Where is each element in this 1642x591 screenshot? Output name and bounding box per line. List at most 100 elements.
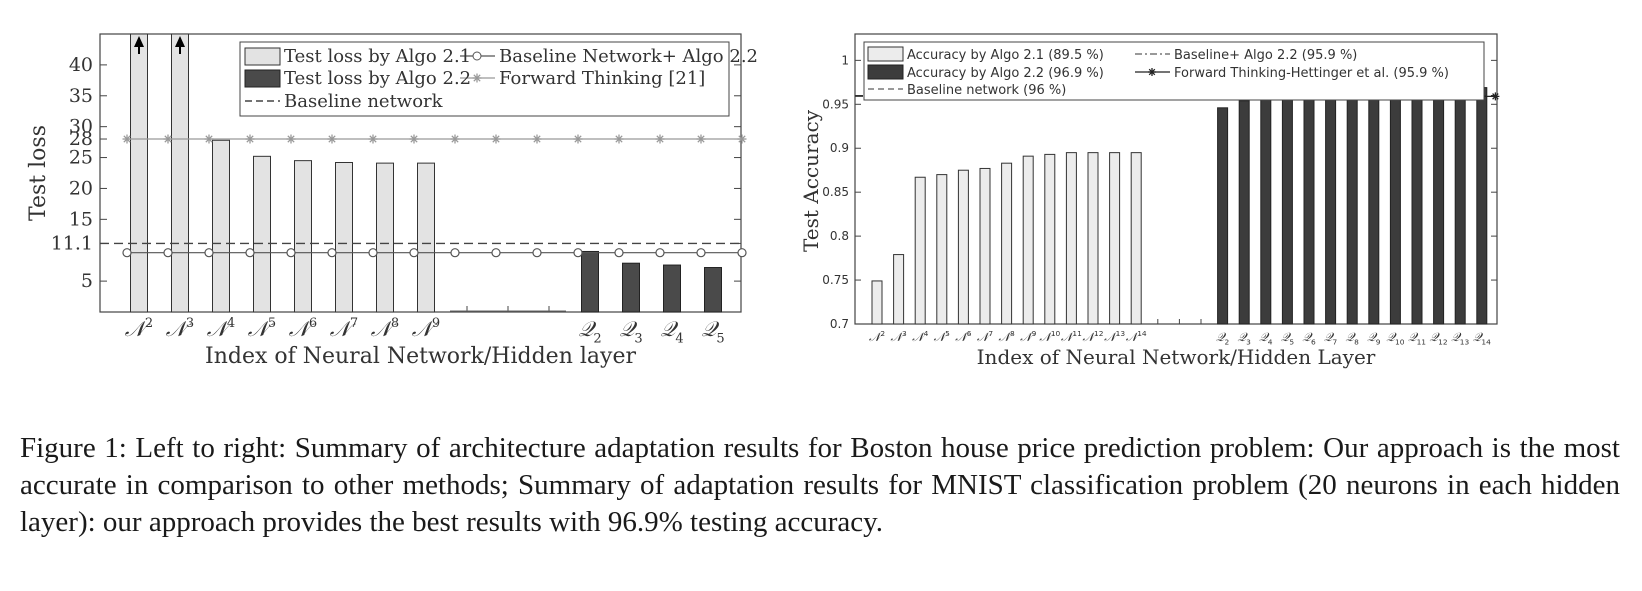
baseline-algo22-marker (450, 248, 460, 258)
x-tick-label: 𝒩10 (1039, 329, 1060, 344)
legend-label: Baseline network (96 %) (907, 83, 1066, 98)
y-tick-label: 28 (69, 128, 93, 150)
x-tick-label: 𝒬14 (1473, 330, 1491, 347)
forward-thinking-marker (1491, 92, 1500, 101)
y-tick-label: 15 (69, 208, 93, 230)
legend-marker-circle (472, 51, 482, 61)
legend (239, 41, 730, 117)
bar-algo22 (1303, 91, 1315, 325)
forward-thinking-marker (696, 134, 706, 144)
baseline-algo22-marker (737, 248, 747, 258)
baseline-algo22-marker (122, 248, 132, 258)
bar-algo21 (914, 176, 926, 325)
forward-thinking-marker (491, 134, 501, 144)
x-tick-label: 𝒩6 (955, 329, 972, 344)
forward-thinking-marker (122, 134, 132, 144)
bar-algo22 (1389, 87, 1401, 325)
x-tick-label: 𝒩12 (1083, 329, 1104, 344)
y-tick-label: 0.95 (822, 97, 849, 111)
y-tick-label: 0.7 (830, 317, 849, 331)
baseline-algo22-marker (573, 248, 583, 258)
x-tick-label: 𝒩8 (371, 316, 399, 341)
y-tick-label: 35 (69, 85, 93, 107)
plot-area (854, 33, 1498, 325)
x-axis-label: Index of Neural Network/Hidden layer (205, 344, 636, 369)
forward-thinking-marker (532, 134, 542, 144)
legend-swatch-algo21 (244, 47, 281, 66)
bar-algo21 (1022, 155, 1034, 325)
bar-algo22 (1411, 87, 1423, 325)
y-tick-label: 0.9 (830, 141, 849, 155)
legend-label: Baseline Network+ Algo 2.2 (499, 46, 758, 67)
y-axis-label: Test Accuracy (799, 109, 823, 252)
bar-algo21 (1065, 152, 1077, 325)
baseline-algo22-marker (532, 248, 542, 258)
x-tick-label: 𝒩5 (248, 316, 276, 341)
bar-algo21 (417, 162, 435, 313)
bar-algo22 (622, 262, 640, 313)
baseline-algo22-marker (409, 248, 419, 258)
bar-algo22 (1260, 95, 1272, 325)
x-tick-label: 𝒩4 (207, 316, 235, 341)
bar-algo21 (1044, 153, 1056, 325)
legend-marker-star (1148, 68, 1156, 76)
forward-thinking-marker (204, 134, 214, 144)
forward-thinking-marker (163, 134, 173, 144)
legend-label: Baseline network (284, 91, 444, 112)
bar-algo22 (1217, 107, 1229, 325)
legend-marker-star (472, 73, 482, 83)
y-axis-label: Test loss (26, 125, 51, 221)
baseline-algo22-marker (286, 248, 296, 258)
bar-algo21 (335, 161, 353, 313)
forward-thinking-marker (409, 134, 419, 144)
forward-thinking-marker (245, 134, 255, 144)
legend-box (863, 41, 1485, 101)
y-tick-label: 0.8 (830, 229, 849, 243)
legend-label: Test loss by Algo 2.2 (284, 68, 471, 89)
bar-algo21 (936, 174, 948, 325)
x-tick-label: 𝒬5 (701, 317, 724, 346)
legend-label: Forward Thinking [21] (499, 68, 705, 89)
baseline-algo22-marker (491, 248, 501, 258)
baseline-algo22-marker (655, 248, 665, 258)
y-tick-label: 1 (841, 53, 849, 67)
x-tick-label: 𝒩9 (412, 316, 440, 341)
x-tick-label: 𝒬12 (1430, 330, 1448, 347)
legend-swatch-algo21 (867, 46, 904, 62)
x-tick-label: 𝒬2 (578, 317, 601, 346)
forward-thinking-marker (573, 134, 583, 144)
bar-algo22 (1433, 87, 1445, 325)
y-tick-label: 20 (69, 177, 93, 199)
forward-thinking-marker (614, 134, 624, 144)
baseline-algo22-marker (696, 248, 706, 258)
x-tick-label: 𝒬10 (1386, 330, 1404, 347)
bar-algo21 (130, 33, 148, 313)
clip-arrow-head (175, 36, 185, 47)
bar-algo22 (1368, 88, 1380, 325)
legend-label: Accuracy by Algo 2.1 (89.5 %) (907, 48, 1104, 63)
legend-swatch-algo22 (867, 64, 904, 80)
x-tick-label: 𝒩14 (1126, 329, 1147, 344)
legend-label: Forward Thinking-Hettinger et al. (95.9 … (1174, 66, 1449, 81)
x-tick-label: 𝒩7 (330, 316, 358, 341)
x-tick-label: 𝒩2 (869, 329, 885, 344)
legend-box (239, 41, 730, 117)
y-tick-label: 0.75 (822, 273, 849, 287)
baseline-algo22-marker (614, 248, 624, 258)
bar-algo21 (1109, 152, 1121, 325)
bar-algo21 (1130, 152, 1142, 325)
bar-algo21 (1087, 152, 1099, 325)
baseline-algo22-marker (368, 248, 378, 258)
forward-thinking-marker (286, 134, 296, 144)
bar-algo21 (957, 169, 969, 325)
bar-algo21 (893, 254, 905, 325)
x-tick-label: 𝒩3 (890, 329, 907, 344)
baseline-algo22-marker (245, 248, 255, 258)
y-tick-label: 40 (69, 54, 93, 76)
bar-algo21 (253, 155, 271, 313)
bar-algo21 (871, 280, 883, 325)
bar-algo22 (1238, 100, 1250, 325)
bar-algo22 (1346, 88, 1358, 325)
legend-label: Baseline+ Algo 2.2 (95.9 %) (1174, 48, 1357, 63)
